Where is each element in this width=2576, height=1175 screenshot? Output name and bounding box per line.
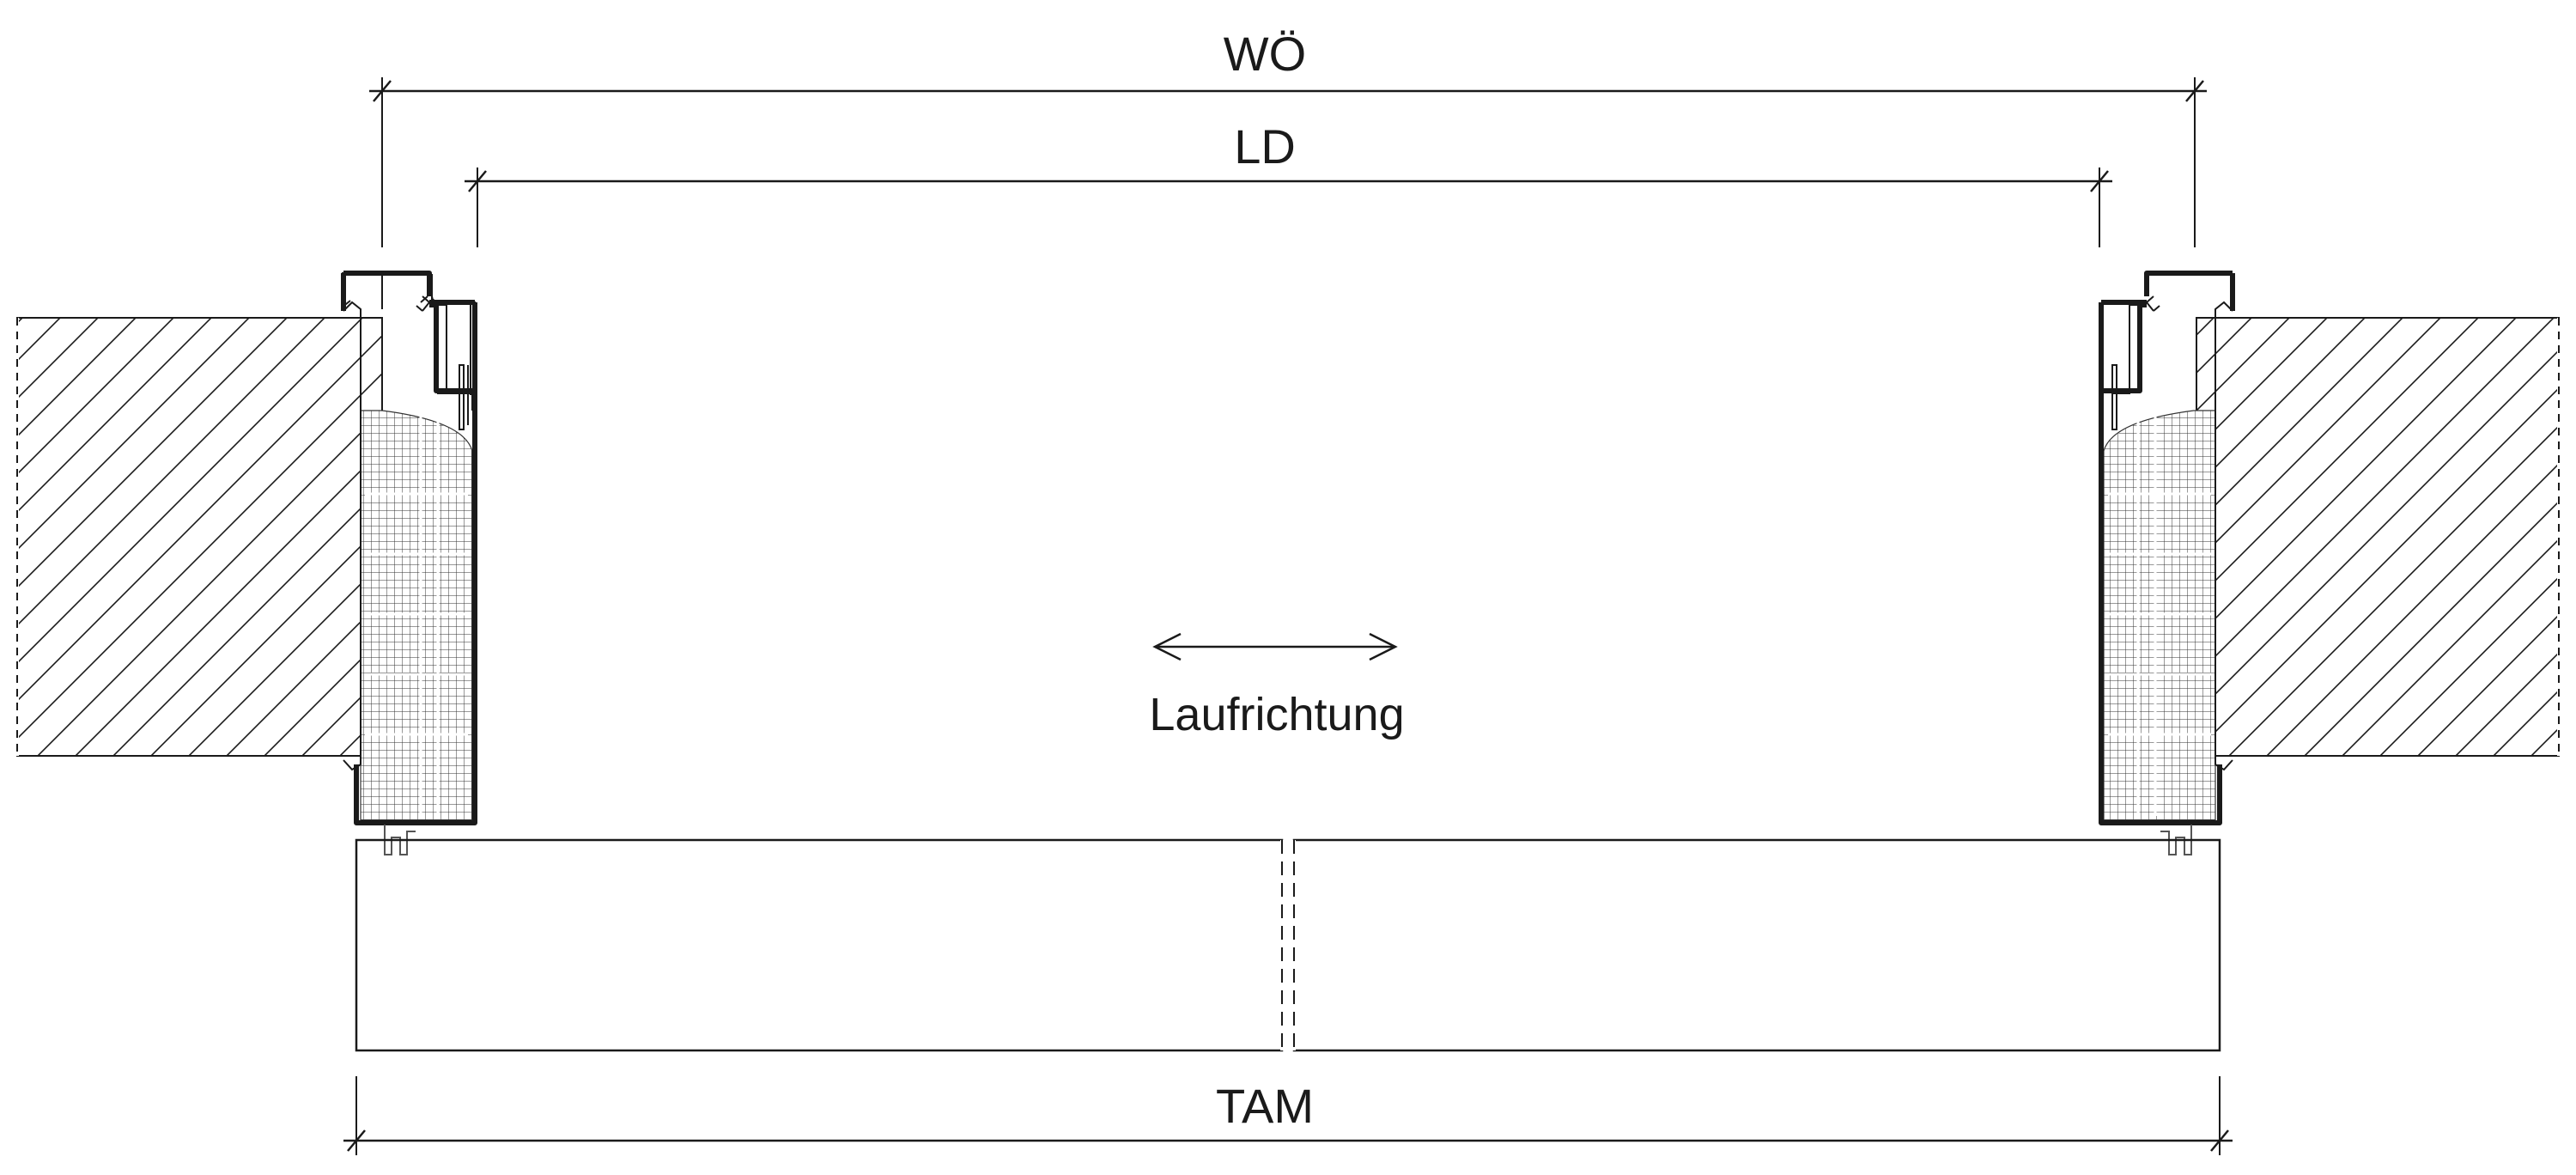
dimension-label-ld: LD: [1234, 119, 1296, 174]
dimension-tam: TAM: [343, 1076, 2233, 1155]
right-door-leaf: [1292, 838, 2221, 1052]
dimension-label-tam: TAM: [1216, 1079, 1314, 1133]
door-leaves: [355, 838, 2221, 1052]
dimension-wo: WÖ: [369, 27, 2207, 247]
left-frame-profile: [341, 271, 477, 855]
left-door-leaf: [355, 838, 1284, 1052]
travel-direction: Laufrichtung: [1149, 632, 1405, 740]
direction-label: Laufrichtung: [1149, 689, 1404, 740]
right-frame-profile: [2099, 271, 2235, 855]
dimension-label-wo: WÖ: [1224, 27, 1306, 81]
right-wall: [2196, 317, 2561, 757]
left-wall: [15, 317, 383, 757]
dimension-ld: LD: [465, 119, 2112, 247]
